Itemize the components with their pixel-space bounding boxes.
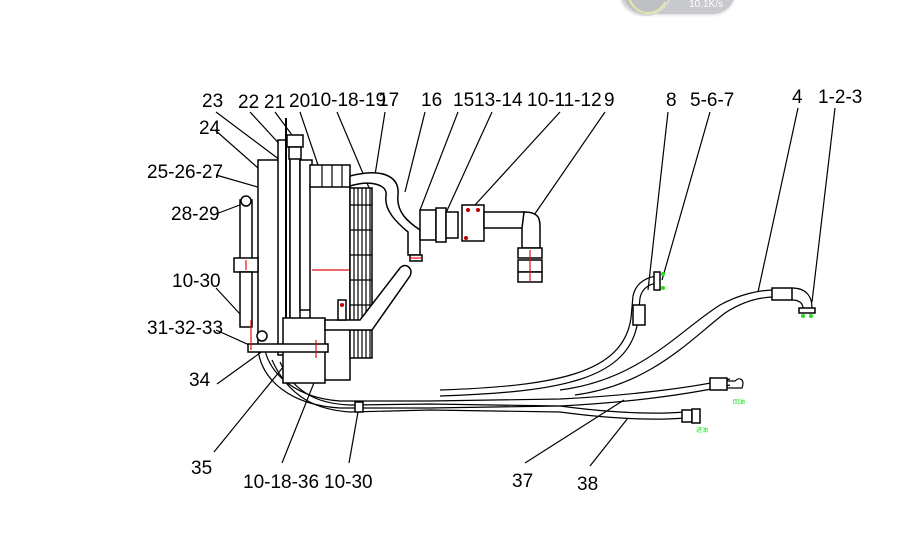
leader-23 — [215, 111, 281, 161]
label-34: 34 — [189, 370, 211, 391]
network-speed-widget[interactable]: 10.1K/s — [620, 0, 735, 16]
leader-16 — [404, 111, 426, 193]
hose-clamp-10-30 — [354, 401, 364, 413]
leader-4 — [757, 107, 799, 293]
label-24: 24 — [199, 118, 221, 139]
leader-20 — [299, 111, 319, 166]
leader-17 — [374, 111, 386, 176]
fitting-38 — [681, 409, 693, 423]
port-mark-inlet: 进油 — [696, 426, 708, 434]
bolt-mark — [801, 314, 805, 318]
cooler-assembly — [233, 118, 543, 384]
label-5-6-7: 5-6-7 — [690, 90, 734, 111]
elbow-9 — [521, 211, 541, 249]
bolt-mark — [809, 314, 813, 318]
hose-8-ferrule — [632, 304, 646, 326]
label-38: 38 — [577, 474, 598, 495]
label-1-2-3: 1-2-3 — [818, 87, 862, 108]
label-28-29: 28-29 — [171, 204, 220, 225]
flange-1-2-3 — [798, 307, 816, 314]
leader-13-14 — [444, 111, 493, 216]
fan-shroud — [309, 184, 351, 381]
label-15: 15 — [453, 90, 474, 111]
label-23: 23 — [202, 91, 223, 112]
bolt-head — [256, 330, 268, 342]
clamp-10-11-12 — [461, 204, 485, 242]
hose-8-a — [439, 282, 661, 397]
leader-8 — [647, 111, 669, 291]
fitting-37 — [709, 377, 728, 391]
bolt-red — [464, 236, 468, 240]
coupler-13-14 — [435, 207, 447, 243]
top-labels: 23 22 21 20 10-18-19 17 16 15 13-14 10-1… — [202, 87, 862, 113]
leader-15 — [419, 111, 459, 211]
fan-grille — [349, 187, 373, 359]
leader-38 — [589, 417, 629, 467]
mount-plate — [247, 343, 329, 353]
radiator-frame-left — [257, 159, 281, 351]
label-9: 9 — [604, 90, 615, 111]
label-10-11-12: 10-11-12 — [527, 90, 602, 111]
cylinder-rod — [239, 199, 253, 261]
label-17: 17 — [378, 90, 399, 111]
bolt-red — [466, 208, 470, 212]
speed-readout: 10.1K/s — [689, 0, 723, 10]
label-10-18-19: 10-18-19 — [310, 90, 386, 111]
label-22: 22 — [238, 92, 259, 113]
flange-5-6-7 — [653, 271, 661, 291]
leader-5-6-7 — [661, 111, 711, 281]
label-8: 8 — [666, 90, 677, 111]
hose-4-b — [574, 296, 776, 396]
leader-10-30-lower — [348, 411, 359, 464]
label-16: 16 — [421, 90, 442, 111]
filler-neck — [288, 146, 302, 160]
cylinder-eye — [240, 195, 252, 207]
label-20: 20 — [289, 91, 310, 112]
left-labels: 24 25-26-27 28-29 10-30 31-32-33 34 — [147, 118, 223, 391]
label-37: 37 — [512, 471, 533, 492]
label-25-26-27: 25-26-27 — [147, 162, 223, 183]
port-mark-return: 回油 — [733, 398, 745, 406]
label-10-30-upper: 10-30 — [172, 271, 221, 292]
leader-21 — [274, 111, 293, 136]
hose-4-elbow-a — [791, 287, 813, 309]
leader-1-2-3 — [811, 107, 836, 303]
fitting-38-nut — [691, 408, 701, 424]
leader-lines — [213, 107, 836, 467]
label-10-18-36: 10-18-36 — [243, 472, 319, 493]
grille-frame — [349, 187, 373, 359]
straight-pipe — [483, 211, 525, 229]
lower-outlet-pipe — [324, 264, 412, 331]
hoses: 回油 进油 — [257, 271, 816, 434]
hose-38-outer — [271, 359, 686, 420]
label-21: 21 — [264, 92, 285, 113]
bolt-mark — [661, 286, 665, 290]
hose-4-a — [559, 289, 776, 391]
leader-37 — [524, 399, 625, 464]
cylinder-barrel — [239, 271, 253, 328]
hose-4-ferrule — [771, 287, 793, 301]
small-clamp — [337, 299, 347, 321]
bolt-mark — [661, 272, 665, 276]
bolt-red — [476, 208, 480, 212]
label-31-32-33: 31-32-33 — [147, 318, 223, 339]
hose-8-b — [439, 275, 661, 391]
clamp-bolt — [340, 303, 344, 307]
coupler-15 — [419, 209, 437, 241]
label-4: 4 — [792, 87, 803, 108]
hose-38-inner — [279, 361, 686, 414]
filler-cap — [286, 134, 304, 148]
leader-9 — [531, 111, 606, 219]
top-manifold — [309, 164, 351, 188]
hose-37-inner — [264, 349, 731, 402]
fitting-37-eye — [727, 378, 744, 389]
pipe-segment — [445, 211, 459, 239]
leader-10-11-12 — [474, 111, 561, 206]
label-10-30-lower: 10-30 — [324, 472, 373, 493]
label-13-14: 13-14 — [474, 90, 523, 111]
label-35: 35 — [191, 458, 212, 479]
bottom-labels: 35 10-18-36 10-30 37 38 — [191, 458, 598, 495]
hose-4-elbow-b — [791, 299, 804, 309]
